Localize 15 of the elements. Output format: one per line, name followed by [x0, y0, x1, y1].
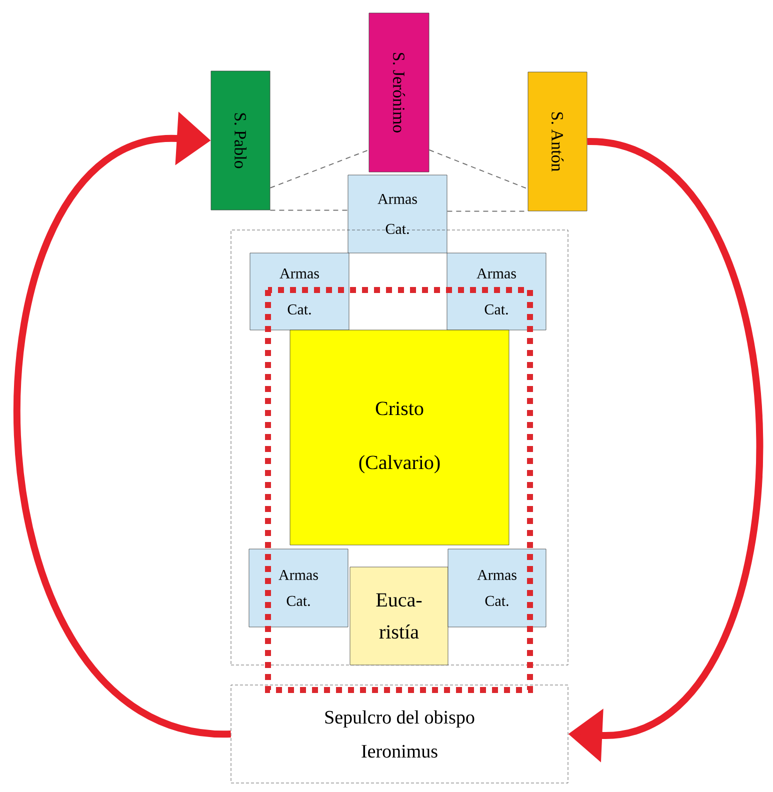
dashed-line: [270, 149, 370, 188]
dashed-line: [270, 210, 348, 211]
saint-box: S. Antón: [528, 72, 588, 212]
arms-box: Armas Cat.: [446, 252, 546, 330]
dashed-line: [428, 149, 528, 190]
calvary-box: Cristo (Calvario): [290, 330, 510, 546]
saint-box: S. Jerónimo: [368, 12, 430, 172]
eucharist-box: Euca- ristía: [350, 566, 448, 666]
arms-box: Armas Cat.: [250, 252, 350, 330]
saint-box: S. Pablo: [210, 70, 270, 210]
tomb-box: Sepulcro del obispo Ieronimus: [230, 684, 568, 784]
arms-box: Armas Cat.: [348, 174, 448, 254]
arms-box: Armas Cat.: [248, 548, 348, 628]
curved-arrow: [14, 112, 232, 738]
arms-box: Armas Cat.: [448, 548, 546, 628]
